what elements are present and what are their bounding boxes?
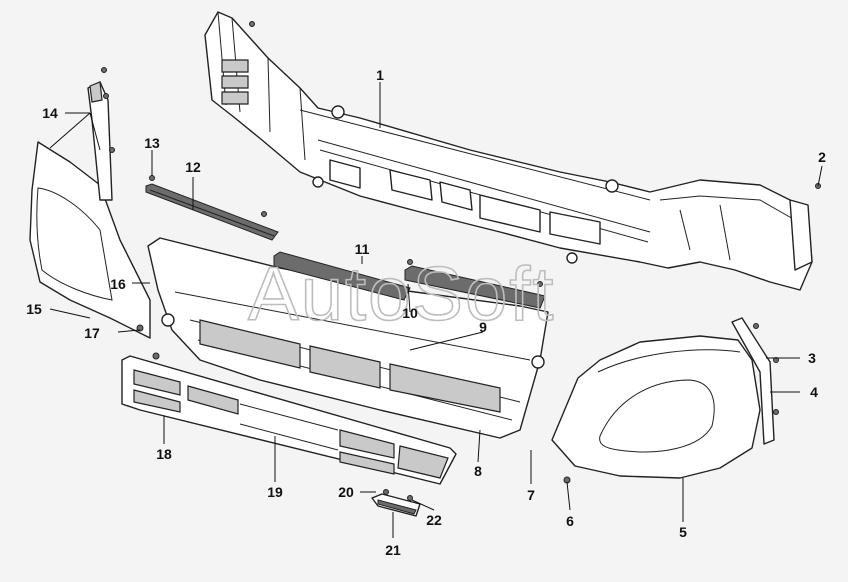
callout-14: 14 [42,105,58,121]
callout-7: 7 [527,487,535,503]
part-upper-slat-left [145,183,279,241]
part-left-corner [29,81,151,339]
callout-3: 3 [808,350,816,366]
callout-21: 21 [385,542,401,558]
callout-12: 12 [185,159,201,175]
part-central-grille [147,237,549,439]
callout-18: 18 [156,446,172,462]
callout-4: 4 [810,384,818,400]
part-lower-grille [121,355,457,485]
callout-22: 22 [426,512,442,528]
callout-labels: 1 2 3 4 5 6 7 8 9 10 11 12 13 14 15 16 1… [26,67,826,558]
callout-2: 2 [818,149,826,165]
part-right-strip [731,317,775,445]
callout-17: 17 [84,325,100,341]
watermark-text: AutoSoft [248,252,556,337]
callout-16: 16 [110,276,126,292]
leader-lines [49,82,823,538]
part-right-corner [551,335,761,479]
callout-9: 9 [479,319,487,335]
fasteners [101,21,821,484]
callout-19: 19 [267,484,283,500]
callout-8: 8 [474,463,482,479]
callout-5: 5 [679,524,687,540]
callout-20: 20 [338,484,354,500]
callout-1: 1 [376,67,384,83]
part-frame-support [204,11,813,291]
callout-13: 13 [144,135,160,151]
callout-11: 11 [355,241,370,257]
part-tag-plate [371,489,421,517]
callout-15: 15 [26,301,42,317]
callout-6: 6 [566,513,574,529]
callout-10: 10 [402,305,418,321]
